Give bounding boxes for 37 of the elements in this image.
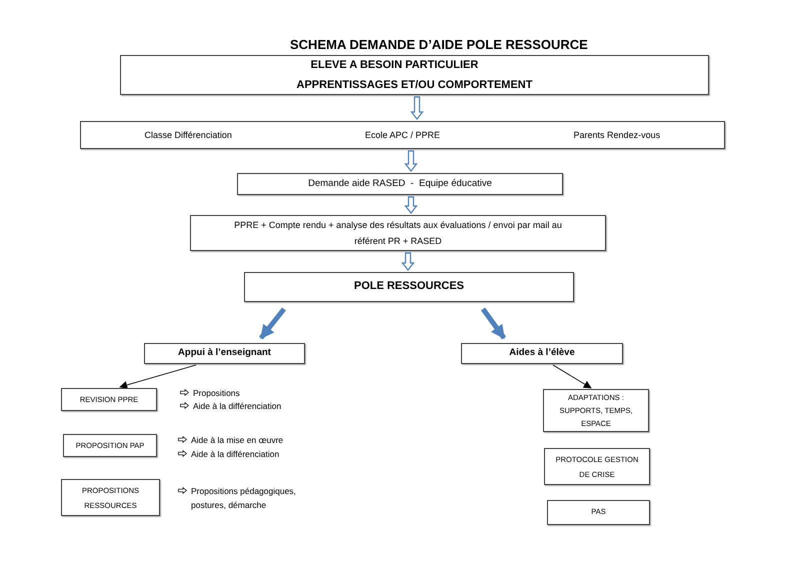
process-box — [547, 500, 650, 525]
process-box — [63, 434, 157, 457]
process-box — [237, 173, 563, 195]
box-label: Aides à l’élève — [509, 346, 575, 360]
box-label: Appui à l’enseignant — [178, 346, 271, 360]
box-label: ELEVE A BESOIN PARTICULIER — [310, 58, 480, 73]
bullet-text: Aide à la mise en œuvre — [191, 434, 284, 447]
process-box — [61, 388, 157, 411]
box-label: Ecole APC / PPRE — [364, 128, 441, 142]
box-label: POLE RESSOURCES — [354, 279, 464, 294]
arrow — [259, 307, 286, 340]
arrow — [552, 364, 592, 388]
box-label: PPRE + Compte rendu + analyse des résultats aux évaluations / envoi par mail au référent PR + RASED — [233, 219, 563, 248]
box-label: Parents Rendez-vous — [572, 128, 662, 142]
bullet-text: Aide à la différenciation — [193, 400, 282, 413]
box-label: APPRENTISSAGES ET/OU COMPORTEMENT — [296, 78, 532, 92]
arrow — [404, 196, 418, 214]
process-box — [144, 343, 305, 364]
bullet-text: Propositions — [193, 387, 241, 400]
process-box — [543, 389, 649, 432]
arrow — [404, 150, 418, 172]
box-label: Classe Différenciation — [143, 128, 233, 142]
process-box — [61, 479, 160, 516]
box-label: Demande aide RASED - Equipe éducative — [308, 176, 492, 191]
arrow — [410, 96, 424, 120]
process-box — [120, 55, 709, 95]
arrow — [401, 252, 415, 271]
process-box — [461, 343, 623, 364]
process-box — [244, 272, 574, 302]
arrow — [119, 364, 196, 389]
process-box — [190, 215, 606, 251]
process-box — [80, 121, 725, 149]
bullet-text: Aide à la différenciation — [191, 448, 280, 461]
process-box — [544, 448, 650, 485]
diagram-title: SCHEMA DEMANDE D’AIDE POLE RESSOURCE — [290, 36, 588, 54]
bullet-text: Propositions pédagogiques, postures, démarche — [191, 485, 297, 512]
arrow — [480, 308, 506, 340]
